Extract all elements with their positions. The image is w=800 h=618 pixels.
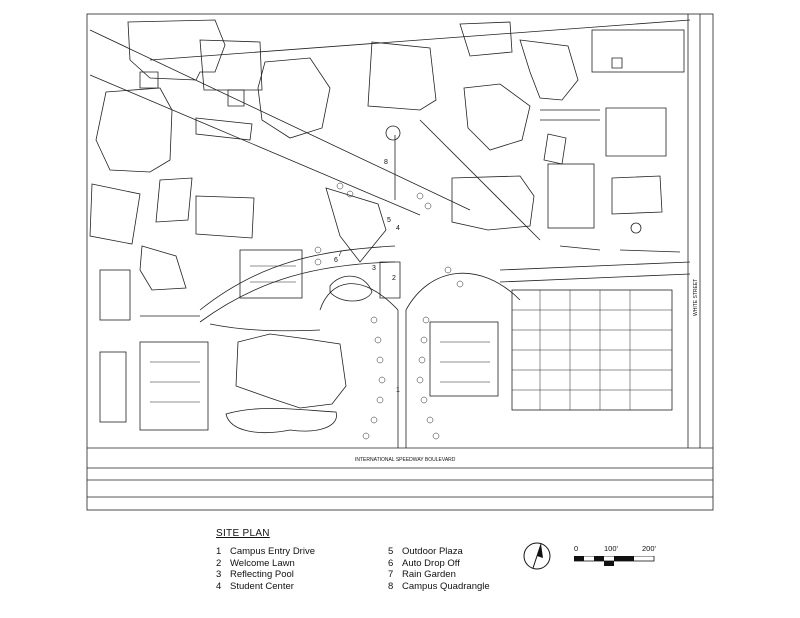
building <box>367 41 437 111</box>
rain-garden <box>225 408 337 433</box>
scale-bar: 0 100' 200' <box>566 544 666 574</box>
callout-4: 4 <box>396 225 400 232</box>
building <box>605 107 667 157</box>
building <box>95 87 173 173</box>
building <box>235 333 347 409</box>
building <box>155 177 193 223</box>
building <box>195 195 255 239</box>
callout-3: 3 <box>372 265 376 272</box>
building <box>543 133 567 165</box>
callout-2: 2 <box>392 275 396 282</box>
building <box>139 245 187 291</box>
building <box>451 175 535 231</box>
welcome-lawn <box>379 261 401 299</box>
campus-road <box>540 109 600 121</box>
building <box>463 83 531 151</box>
site-plan-map: 1 2 3 4 5 6 7 8 INTERNATIONAL SPEEDWAY B… <box>86 13 714 511</box>
reflecting-pool <box>329 275 373 302</box>
quadrangle-circle <box>385 125 401 141</box>
callout-1: 1 <box>396 387 400 394</box>
campus-road <box>499 261 691 271</box>
building <box>459 21 513 57</box>
campus-path <box>419 119 541 241</box>
campus-road <box>199 245 396 311</box>
callout-5: 5 <box>387 217 391 224</box>
building <box>227 89 245 107</box>
campus-road <box>319 283 399 311</box>
building <box>519 39 579 101</box>
building <box>611 57 623 69</box>
map-frame <box>86 13 714 511</box>
legend-title: SITE PLAN <box>216 528 270 539</box>
fountain <box>630 222 642 234</box>
campus-road <box>559 245 681 253</box>
building <box>195 117 253 141</box>
campus-road <box>499 273 691 283</box>
scale-label: 100' <box>604 544 618 553</box>
building <box>199 39 263 91</box>
north-arrow-icon <box>523 542 551 570</box>
callout-7: 7 <box>338 251 342 258</box>
building <box>127 19 226 81</box>
road-label-international-speedway: INTERNATIONAL SPEEDWAY BOULEVARD <box>355 457 456 463</box>
campus-path <box>89 74 421 216</box>
scale-label: 200' <box>642 544 656 553</box>
parking-stalls <box>150 265 672 410</box>
scale-bar-graphic <box>574 556 655 566</box>
building <box>139 71 159 89</box>
campus-road <box>199 261 396 323</box>
building <box>257 57 331 139</box>
callout-8: 8 <box>384 159 388 166</box>
campus-path <box>149 19 691 61</box>
callout-6: 6 <box>334 257 338 264</box>
building <box>611 175 663 215</box>
building <box>89 183 141 245</box>
tree-row <box>314 182 464 440</box>
road-label-white-street: WHITE STREET <box>693 279 699 316</box>
campus-road <box>209 323 321 332</box>
student-center <box>325 187 387 263</box>
scale-label: 0 <box>574 544 579 553</box>
campus-road <box>405 272 521 311</box>
campus-path <box>89 29 471 211</box>
